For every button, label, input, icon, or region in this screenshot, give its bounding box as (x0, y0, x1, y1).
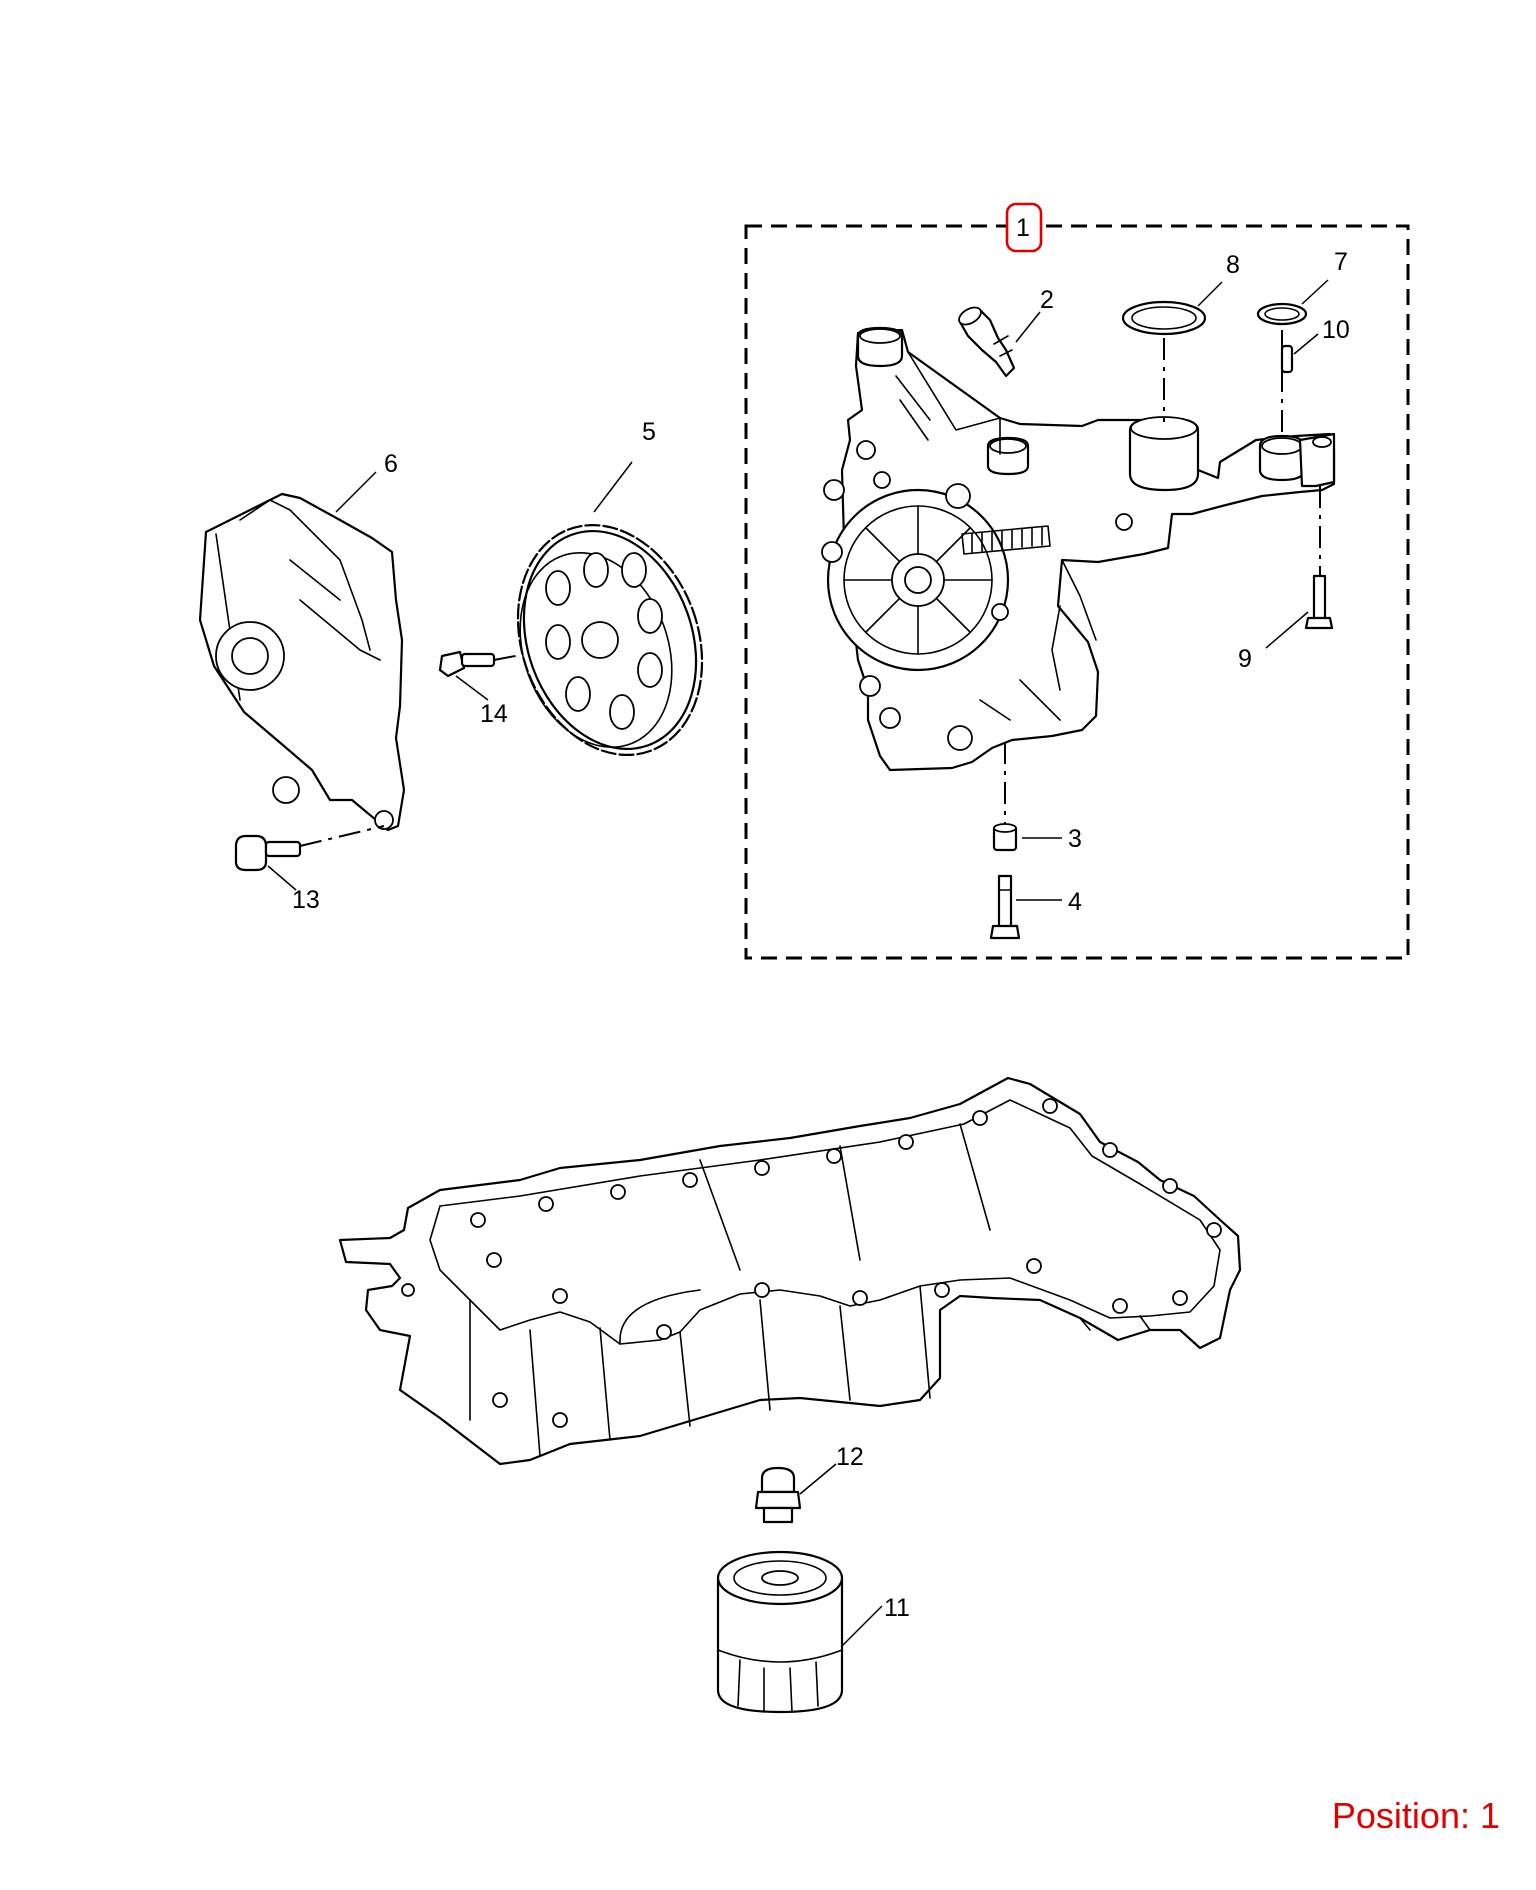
callout-5[interactable]: 5 (642, 418, 656, 446)
callout-1[interactable]: 1 (1016, 214, 1030, 242)
part-13-bolt (234, 834, 302, 872)
part-6-timing-cover (198, 492, 406, 832)
part-2-fitting (958, 306, 1016, 378)
callout-10[interactable]: 10 (1322, 316, 1350, 344)
part-4-bolt (989, 874, 1021, 940)
part-11-oil-filter (716, 1550, 844, 1714)
oil-pump-housing (821, 326, 1336, 772)
part-7-o-ring (1256, 302, 1308, 326)
selected-callout-highlight (1005, 202, 1043, 253)
position-label: Position: 1 (1331, 1795, 1500, 1836)
part-3-sleeve (992, 823, 1018, 852)
callout-4[interactable]: 4 (1068, 888, 1082, 916)
callout-13[interactable]: 13 (292, 886, 320, 914)
callout-2[interactable]: 2 (1040, 286, 1054, 314)
part-10-pin (1280, 344, 1294, 374)
part-5-sprocket (516, 524, 704, 756)
part-9-bolt (1304, 574, 1334, 630)
callout-11[interactable]: 11 (884, 1594, 910, 1622)
callout-7[interactable]: 7 (1334, 248, 1348, 276)
callout-8[interactable]: 8 (1226, 251, 1240, 279)
part-12-drain-plug (754, 1466, 802, 1524)
assembly-group-box (744, 224, 1410, 960)
part-8-o-ring (1121, 300, 1207, 336)
callout-14[interactable]: 14 (480, 700, 508, 728)
part-14-bolt (438, 650, 496, 678)
oil-pan (338, 1076, 1242, 1466)
callout-3[interactable]: 3 (1068, 825, 1082, 853)
callout-12[interactable]: 12 (836, 1443, 864, 1471)
callout-6[interactable]: 6 (384, 450, 398, 478)
callout-9[interactable]: 9 (1238, 645, 1252, 673)
